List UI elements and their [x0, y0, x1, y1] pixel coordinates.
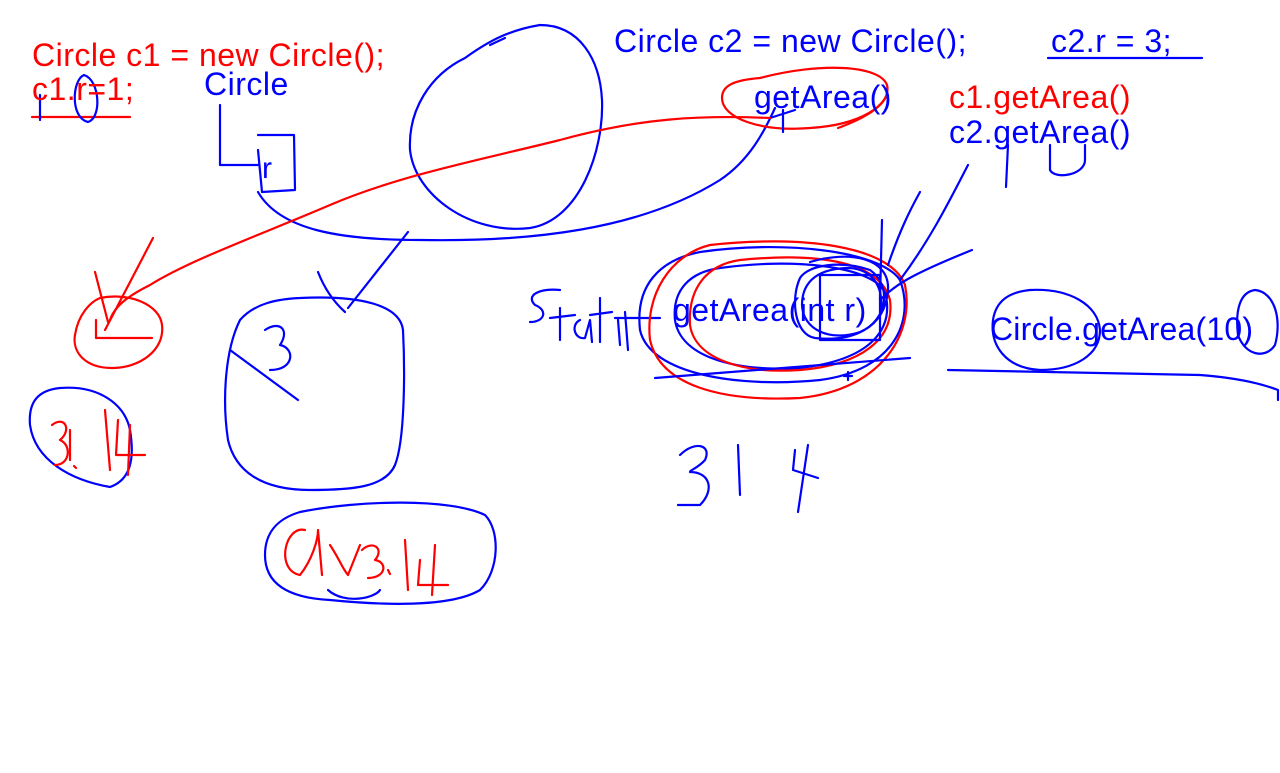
object-c2-oval — [408, 23, 604, 230]
call-mark-1 — [1004, 143, 1010, 189]
field-r-label: r — [262, 152, 273, 185]
param-plus — [842, 370, 854, 382]
getarea-red-oval-tail — [836, 93, 889, 130]
object-c2-value-3 — [228, 324, 300, 402]
static-call-oval — [991, 288, 1102, 372]
value-314-blue-digits — [676, 443, 820, 514]
param-line-1 — [878, 218, 974, 302]
answer-blue-underline — [326, 588, 382, 600]
value-314-red-digits — [50, 408, 147, 477]
class-name-label: Circle — [204, 66, 289, 102]
static-oval-red-2 — [688, 256, 892, 372]
object-c2-pointer — [488, 36, 507, 47]
call-c1-getarea: c1.getArea() — [949, 79, 1132, 115]
c1-declaration: Circle c1 = new Circle(); — [32, 37, 386, 73]
call-c2-getarea: c2.getArea() — [949, 114, 1132, 150]
c2-arrow-head — [316, 270, 347, 314]
c1-assignment: c1.r=1; — [32, 71, 135, 107]
class-box-stroke — [218, 103, 297, 194]
answer-red-text — [284, 528, 450, 597]
c2-declaration: Circle c2 = new Circle(); — [614, 23, 968, 59]
getarea-red-oval — [720, 66, 889, 130]
param-underline — [653, 356, 912, 380]
c2-arrow-line — [346, 230, 410, 310]
call-mark-2 — [1048, 143, 1087, 177]
static-scribble — [528, 288, 662, 352]
getarea-blue-tick — [768, 108, 797, 134]
static-call-underline — [946, 368, 1280, 402]
static-oval-blue-1 — [638, 245, 906, 384]
static-oval-red-1 — [648, 240, 908, 400]
c2-assignment: c2.r = 3; — [1051, 23, 1172, 59]
param-line-2 — [886, 163, 970, 282]
static-call-label: Circle.getArea(10) — [990, 311, 1254, 347]
static-method-label: getArea(int r) — [673, 292, 867, 328]
answer-blue-box — [263, 501, 497, 605]
red-arrow-head — [93, 236, 155, 332]
c1-r-circle-mark — [38, 73, 99, 124]
red-reference-line — [108, 115, 772, 322]
object-c1-oval — [73, 295, 164, 370]
param-scribble — [793, 255, 890, 342]
value-314-oval — [28, 386, 133, 489]
object-c2-box — [224, 296, 406, 492]
object-c1-field — [94, 318, 154, 340]
class-to-oval-loop — [256, 106, 777, 242]
static-call-arg-oval — [1236, 288, 1279, 355]
method-getarea-label: getArea() — [754, 79, 892, 115]
